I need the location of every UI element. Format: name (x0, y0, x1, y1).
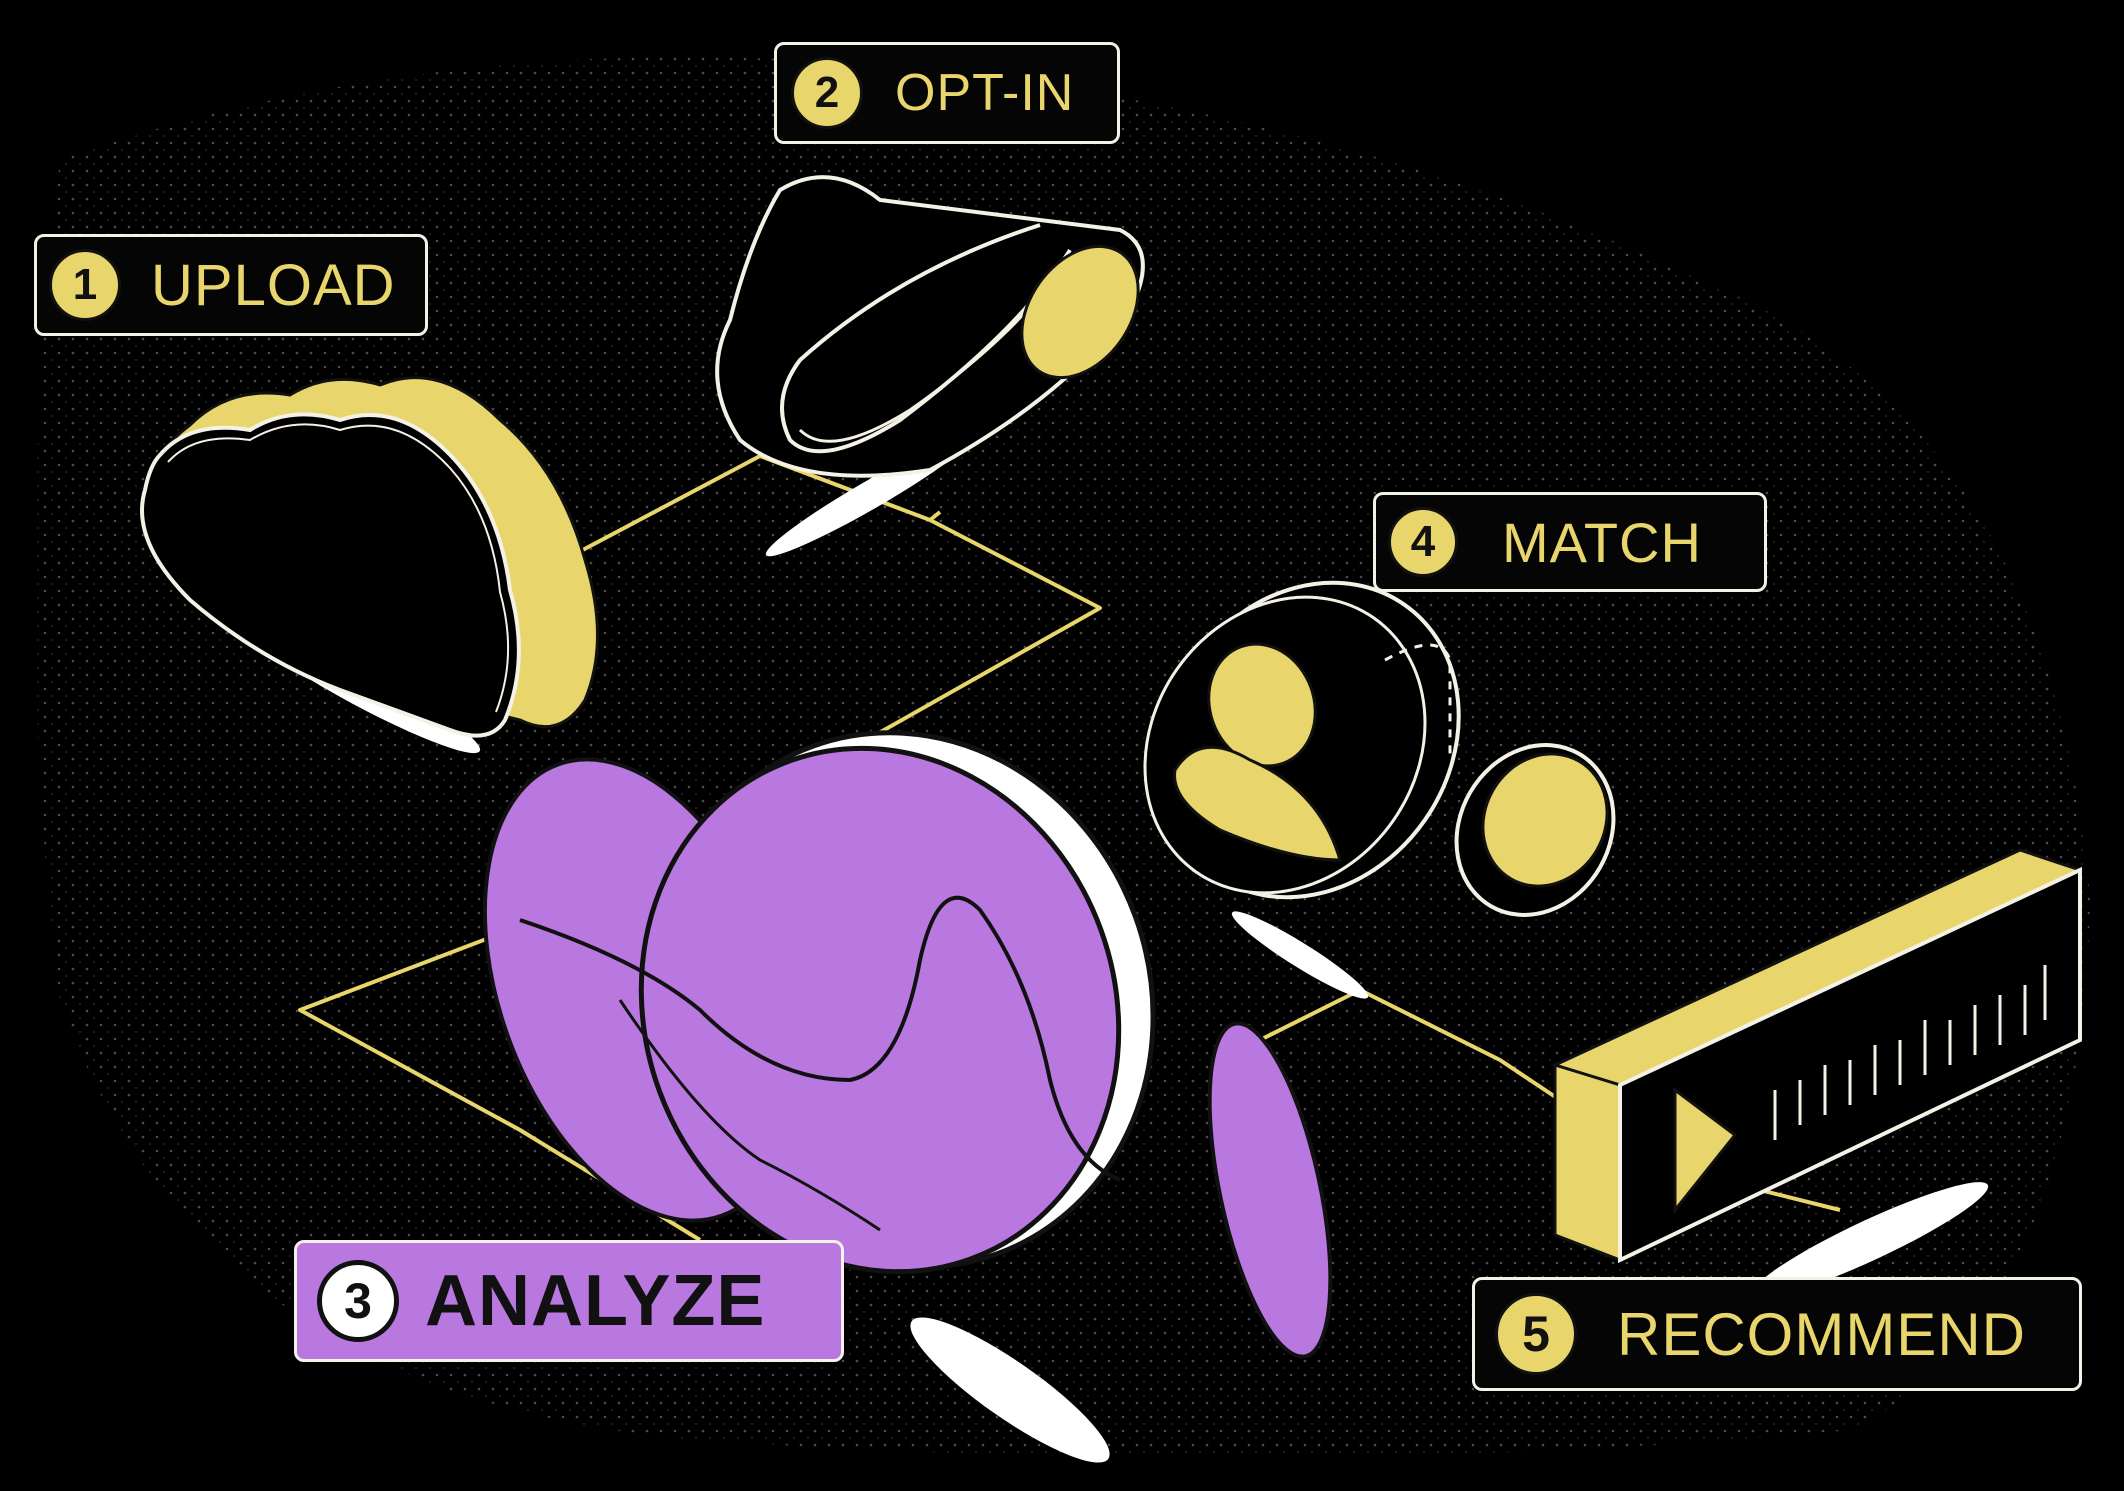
cloud-icon (140, 376, 599, 754)
step-title: OPT-IN (895, 64, 1075, 122)
step-number-badge: 4 (1388, 507, 1458, 577)
step-number-badge: 5 (1495, 1293, 1577, 1375)
step-match-label: 4 MATCH (1373, 492, 1767, 592)
step-title: RECOMMEND (1617, 1300, 2026, 1368)
step-number-badge: 2 (791, 57, 863, 129)
step-title: MATCH (1502, 510, 1702, 574)
step-opt-in-label: 2 OPT-IN (774, 42, 1120, 144)
step-number-badge: 1 (49, 249, 121, 321)
step-title: ANALYZE (425, 1261, 766, 1341)
step-analyze-label: 3 ANALYZE (294, 1240, 844, 1362)
step-title: UPLOAD (151, 252, 396, 318)
step-recommend-label: 5 RECOMMEND (1472, 1277, 2082, 1391)
sound-wave-disc-icon (482, 730, 1333, 1463)
step-number-badge: 3 (317, 1260, 399, 1342)
user-match-icon (1143, 580, 1616, 999)
step-upload-label: 1 UPLOAD (34, 234, 428, 336)
toggle-switch-icon (715, 175, 1145, 557)
media-player-icon (1550, 848, 2085, 1298)
